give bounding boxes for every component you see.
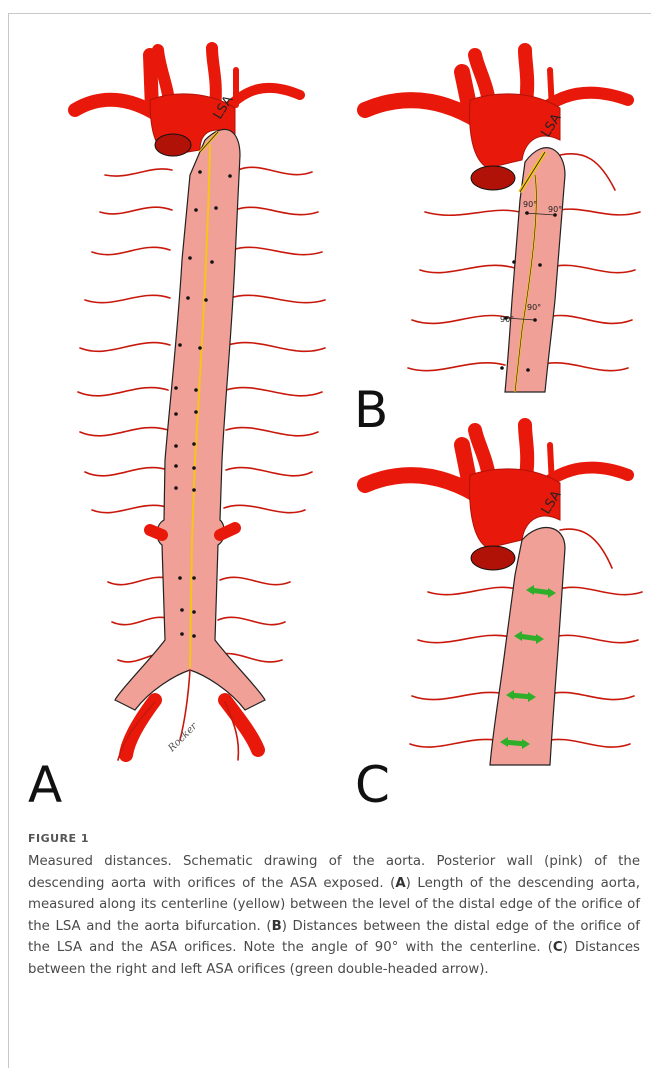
panel-a-drawing: LSA Rocker xyxy=(75,48,325,760)
panel-b-angle-label-1: 90° xyxy=(523,200,537,209)
panel-b-aortic-arch xyxy=(365,50,628,190)
panel-label-c: C xyxy=(355,760,390,810)
panel-b-angle-label-2: 90° xyxy=(548,205,562,214)
figure-caption-block: FIGURE 1 Measured distances. Schematic d… xyxy=(28,832,640,980)
figure-label: FIGURE 1 xyxy=(28,832,640,845)
figure-caption: Measured distances. Schematic drawing of… xyxy=(28,851,640,980)
panel-label-b: B xyxy=(354,385,388,435)
aorta-schematic: .art { fill: none; stroke: #e8190a; stro… xyxy=(0,0,655,820)
panel-b-angle-label-3: 90° xyxy=(527,303,541,312)
panel-c-drawing: LSA xyxy=(365,425,642,765)
panel-label-a: A xyxy=(28,760,62,810)
panel-a-aortic-arch xyxy=(75,48,300,156)
panel-c-aortic-arch xyxy=(365,425,628,570)
panel-b-drawing: 90° 90° 90° 90° LSA xyxy=(365,50,640,392)
panel-b-angle-label-4: 90° xyxy=(500,315,514,324)
